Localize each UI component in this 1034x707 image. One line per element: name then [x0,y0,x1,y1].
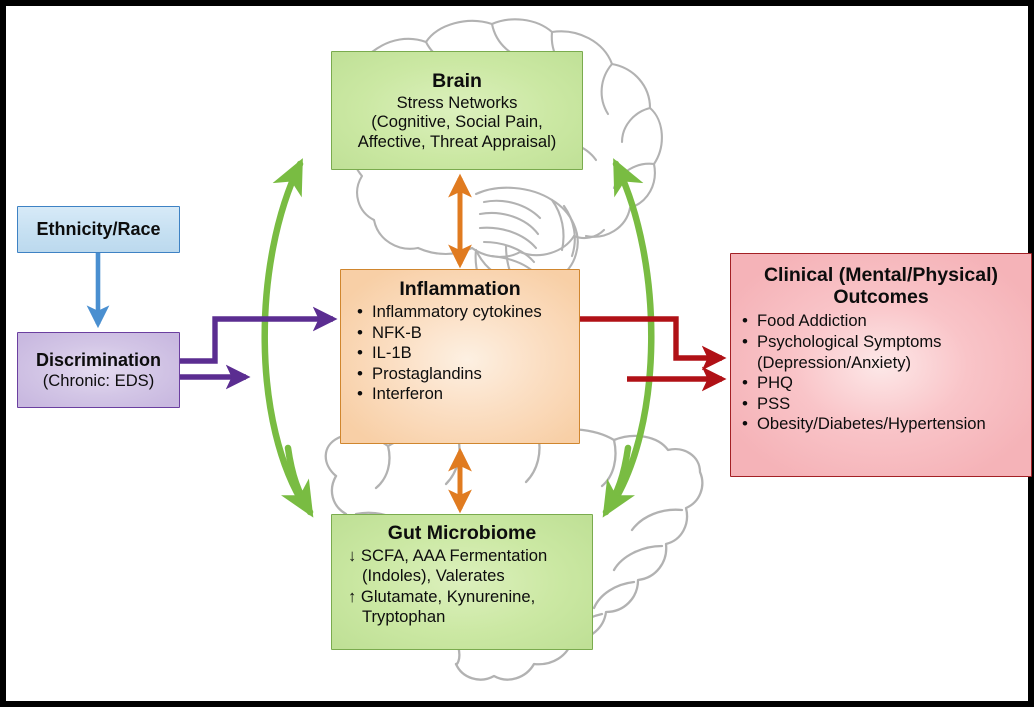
list-item: IL-1B [356,342,579,364]
gut-decrease-text-1: SCFA, AAA Fermentation [360,546,548,566]
down-arrow-icon: ↓ [348,546,357,566]
discrimination-subtitle: (Chronic: EDS) [42,371,155,391]
ethnicity-title: Ethnicity/Race [36,219,161,240]
list-item: Obesity/Diabetes/Hypertension [741,413,1031,435]
node-ethnicity-race[interactable]: Ethnicity/Race [17,206,180,253]
clinical-title-line-2: Outcomes [833,286,929,309]
inflammation-to-clinical-upper-arrow [580,316,727,371]
node-gut-microbiome[interactable]: Gut Microbiome ↓ SCFA, AAA Fermentation … [331,514,593,650]
diagram-stage: Ethnicity/Race Discrimination (Chronic: … [6,6,1032,701]
list-item: Prostaglandins [356,363,579,385]
brain-to-gut-left-arrow [281,444,314,518]
list-item: Inflammatory cytokines [356,301,579,323]
node-clinical-outcomes[interactable]: Clinical (Mental/Physical) Outcomes Food… [730,253,1032,477]
connector-layer [86,158,727,518]
gut-to-brain-left-arrow [261,158,310,512]
gut-lines: ↓ SCFA, AAA Fermentation (Indoles), Vale… [332,546,592,627]
brain-line-3: Affective, Threat Appraisal) [357,131,557,151]
list-item: (Depression/Anxiety) [757,352,912,372]
gut-to-brain-right-arrow [606,158,655,512]
gut-decrease-line-2: (Indoles), Valerates [362,566,505,586]
list-item: Food Addiction [741,310,1031,332]
brain-to-gut-right-arrow [602,444,635,518]
node-inflammation[interactable]: Inflammation Inflammatory cytokines NFK-… [340,269,580,444]
gut-increase-text-1: Glutamate, Kynurenine, [360,586,536,606]
brain-line-2: (Cognitive, Social Pain, [371,112,543,132]
list-item: PHQ [741,372,1031,394]
node-discrimination[interactable]: Discrimination (Chronic: EDS) [17,332,180,408]
list-item: NFK-B [356,322,579,344]
list-item: Interferon [356,383,579,405]
inflammation-title: Inflammation [399,278,521,300]
clinical-title-line-1: Clinical (Mental/Physical) [763,264,999,286]
inflammation-list: Inflammatory cytokines NFK-B IL-1B Prost… [341,301,579,405]
list-item: PSS [741,393,1031,415]
up-arrow-icon: ↑ [348,586,357,606]
clinical-list: Food Addiction Psychological Symptoms (D… [731,310,1031,435]
discrimination-title: Discrimination [35,349,162,370]
list-item: Psychological Symptoms [741,331,1031,353]
brain-title: Brain [432,69,482,92]
discrimination-to-inflammation-upper-arrow [180,306,338,364]
gut-decrease-line-1: ↓ SCFA, AAA Fermentation [348,546,592,566]
gut-increase-line-1: ↑ Glutamate, Kynurenine, [348,587,592,607]
clinical-title: Clinical (Mental/Physical) Outcomes [764,264,998,308]
brain-line-1: Stress Networks [396,93,518,112]
gut-increase-line-2: Tryptophan [362,606,446,626]
gut-title: Gut Microbiome [387,522,537,544]
cerebellum-icon [474,186,579,286]
node-brain[interactable]: Brain Stress Networks (Cognitive, Social… [331,51,583,170]
